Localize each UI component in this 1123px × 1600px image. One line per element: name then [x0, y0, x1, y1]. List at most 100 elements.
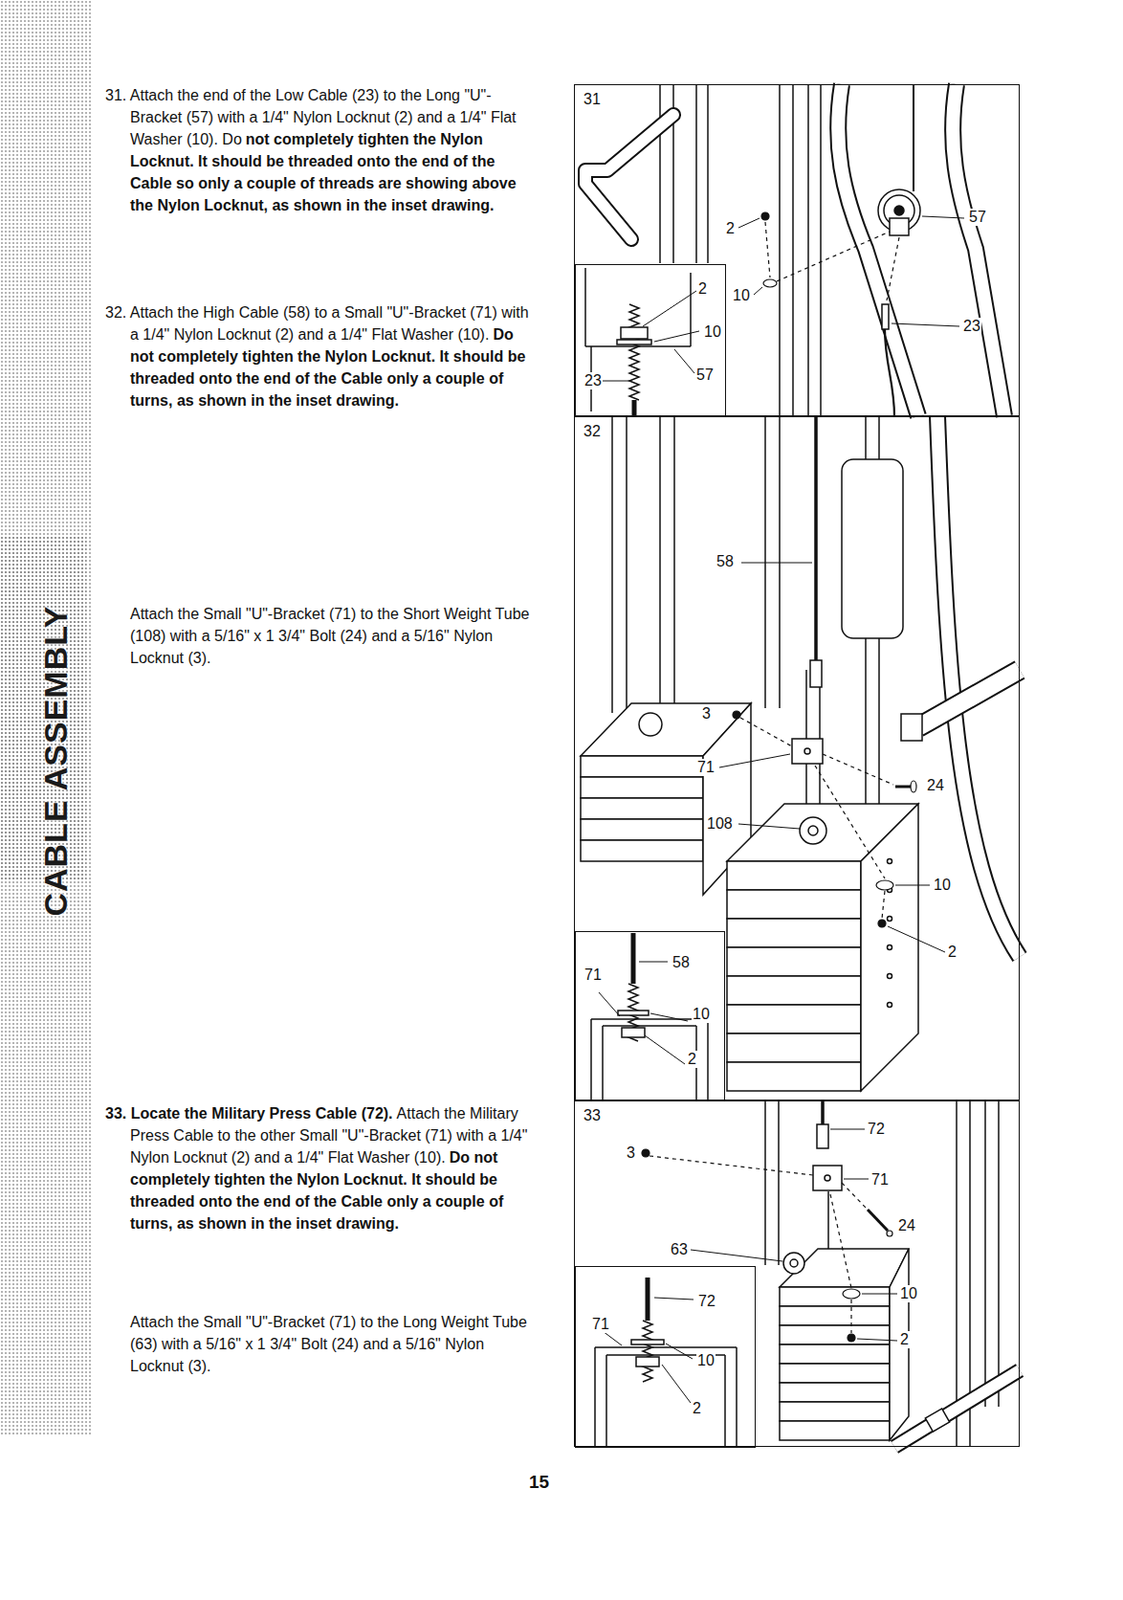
foam-pad [841, 459, 903, 639]
inset-panel: 2105723 [574, 264, 727, 418]
leader-lines-part [861, 1293, 898, 1295]
inset-drawing-part [629, 304, 639, 400]
inset-drawing-part [632, 399, 638, 417]
military-press-cable [816, 1100, 829, 1148]
weight-stack-part [887, 973, 893, 979]
hardware-dashes-part [876, 880, 894, 890]
weight-stack-part [887, 945, 893, 950]
instruction-step: Attach the Small "U"-Bracket (71) to the… [130, 1310, 538, 1377]
warning-text: 33. Locate the Military Press Cable (72)… [105, 1104, 394, 1122]
frame-tubes-part [807, 84, 810, 417]
hardware-dashes-part [842, 1288, 860, 1299]
frame-tubes [765, 1100, 999, 1447]
hardware-dashes-part [847, 1333, 856, 1342]
hardware-dashes-part [830, 1193, 852, 1288]
callout-number: 24 [897, 1216, 917, 1234]
weight-stack-part [580, 755, 704, 777]
u-bracket-part [792, 738, 823, 764]
callout-number: 2 [946, 943, 958, 961]
curved-frame-part [837, 84, 919, 417]
callout-number: 10 [731, 286, 751, 305]
instruction-step: 31. Attach the end of the Low Cable (23)… [105, 84, 538, 217]
curved-frame-part [952, 84, 1005, 417]
inset-drawing-part [602, 1024, 697, 1027]
leader-lines-part [843, 1178, 869, 1180]
callout-number: 58 [715, 552, 735, 571]
weight-stack-part [887, 916, 893, 922]
hardware-dashes-part [881, 890, 885, 919]
weight-stack [580, 703, 919, 1091]
leader-lines [598, 961, 688, 1064]
leader-lines-part [857, 1338, 898, 1341]
callout-number: 24 [925, 776, 946, 794]
callout-number: 57 [695, 366, 715, 384]
right-frame-part [901, 713, 923, 741]
figure-panel: 312105723 [573, 84, 1020, 417]
callout-number: 10 [899, 1284, 919, 1302]
figure-panel: 327158102 [573, 416, 1020, 1101]
hardware-dashes-part [776, 231, 890, 282]
frame-tubes-part [673, 416, 676, 704]
pulley-part [912, 84, 915, 192]
inset-drawing-part [617, 1010, 649, 1015]
inset-drawing-part [620, 327, 648, 339]
weight-stack-part [889, 1248, 909, 1440]
inset-drawing-part [642, 1320, 653, 1382]
frame-tubes-part [778, 84, 781, 417]
hardware-dashes-part [740, 717, 793, 747]
frame-tubes-part [611, 416, 614, 713]
callout-number: 3 [701, 704, 712, 723]
callout-number: 10 [691, 1005, 711, 1023]
low-cable-part [886, 237, 900, 301]
weight-stack-part [580, 839, 704, 861]
frame-tubes-part [878, 416, 881, 460]
weight-stack-part [726, 946, 861, 976]
hardware-dashes [732, 710, 917, 927]
step-number: 32 [582, 422, 602, 441]
callout-number: 2 [686, 1050, 698, 1068]
handle-bar [585, 114, 674, 240]
inset-drawing-part [591, 1017, 708, 1020]
callout-number: 71 [591, 1315, 611, 1333]
leader-lines-part [661, 1364, 691, 1403]
frame-tubes-part [864, 416, 867, 460]
right-frame [894, 1369, 1020, 1447]
inset-drawing-part [590, 1018, 593, 1101]
callout-number: 2 [697, 280, 708, 298]
inset-drawing-part [631, 1339, 664, 1344]
callout-number: 72 [866, 1120, 886, 1138]
frame-tubes-part [997, 1100, 1000, 1407]
callout-number: 2 [725, 220, 736, 238]
frame-tubes-part [706, 84, 709, 264]
weight-stack-part [779, 1401, 890, 1421]
pulley-part [894, 205, 904, 216]
weight-stack-part [808, 825, 818, 836]
weight-stack [779, 1248, 909, 1440]
instruction-step: 33. Locate the Military Press Cable (72)… [105, 1101, 538, 1234]
leader-lines-part [650, 1012, 688, 1021]
hardware-dashes-part [763, 279, 777, 287]
inset-drawing-part [706, 1018, 709, 1101]
frame-tubes-part [764, 1100, 767, 1265]
inset-panel: 7158102 [574, 930, 726, 1101]
leader-lines [600, 290, 700, 381]
callout-number: 71 [583, 966, 603, 984]
page-number: 15 [528, 1471, 550, 1493]
inset-drawing [591, 932, 708, 1101]
leader-lines-part [598, 991, 620, 1016]
pulley-part [889, 218, 909, 236]
callout-number: 10 [932, 876, 952, 894]
leader-lines [690, 1128, 898, 1341]
high-cable [810, 416, 822, 687]
weight-stack-part [580, 818, 704, 840]
instruction-text: Attach the Small "U"-Bracket (71) to the… [130, 1313, 528, 1374]
weight-stack-part [580, 797, 704, 819]
leader-lines-part [638, 961, 668, 963]
inset-drawing-part [735, 1346, 738, 1447]
frame-tubes-part [695, 84, 698, 264]
high-cable-part [814, 416, 818, 661]
hardware-dashes-part [641, 1148, 650, 1157]
leader-lines [719, 562, 946, 952]
leader-lines [602, 1297, 694, 1403]
